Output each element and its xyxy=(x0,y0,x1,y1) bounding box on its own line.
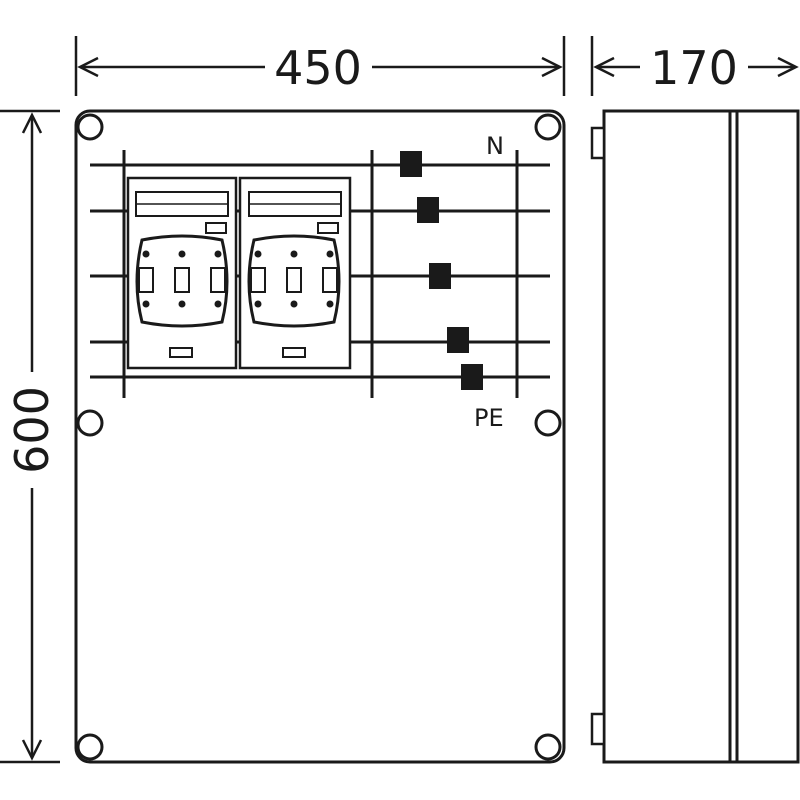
terminal-block xyxy=(417,197,439,223)
depth-dimension xyxy=(590,36,799,96)
mounting-hole xyxy=(76,113,104,141)
depth-label: 170 xyxy=(650,41,738,95)
mounting-hole xyxy=(534,733,562,761)
enclosure-outline xyxy=(74,109,566,764)
width-label: 450 xyxy=(274,41,362,95)
width-dimension xyxy=(74,36,566,96)
mounting-holes xyxy=(76,113,562,761)
side-view xyxy=(590,109,800,764)
mounting-hole xyxy=(76,733,104,761)
terminal-block xyxy=(461,364,483,390)
mounting-hole xyxy=(534,113,562,141)
terminal-block xyxy=(429,263,451,289)
height-label: 600 xyxy=(5,386,59,474)
side-outline xyxy=(602,109,800,764)
neutral-label: N xyxy=(486,132,504,160)
fuse-switch-module-2 xyxy=(238,176,352,370)
height-dimension xyxy=(0,109,60,764)
terminal-block xyxy=(447,327,469,353)
fuse-switch-module-1 xyxy=(126,176,238,370)
vertical-supports xyxy=(122,150,519,398)
hinge xyxy=(590,712,606,746)
terminal-blocks xyxy=(400,151,483,390)
terminal-block xyxy=(400,151,422,177)
mounting-hole xyxy=(76,409,104,437)
front-view: N PE xyxy=(74,109,566,764)
mounting-hole xyxy=(534,409,562,437)
hinge xyxy=(590,126,606,160)
pe-label: PE xyxy=(474,404,504,432)
